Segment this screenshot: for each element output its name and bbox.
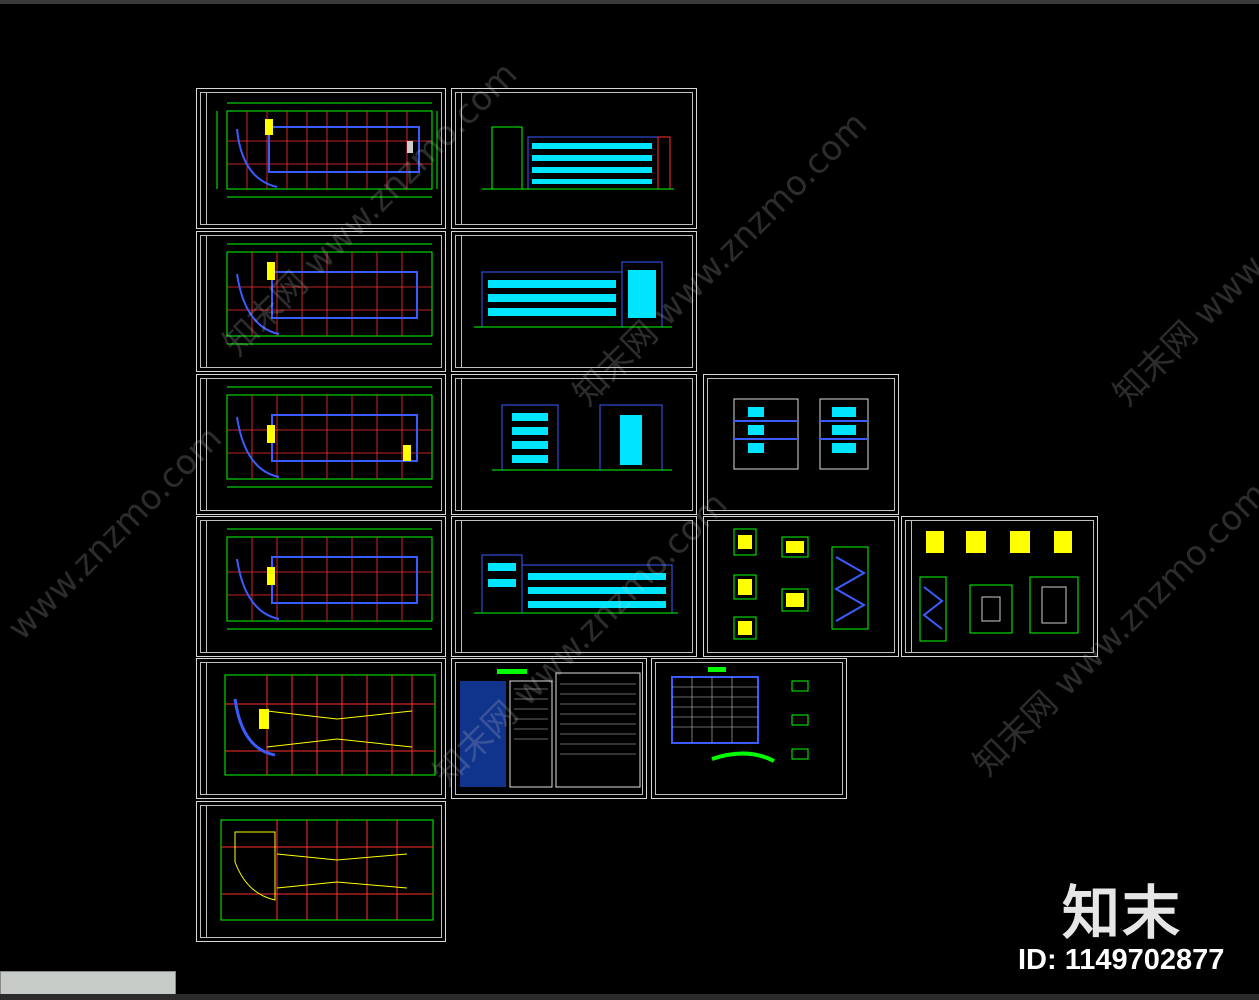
sheet-door-window-schedule[interactable]: [651, 658, 847, 799]
floor-plan-drawing: [226, 528, 433, 630]
elevation-drawing: [474, 554, 678, 614]
elevation-drawing: [482, 126, 674, 190]
sheet-rear-elevation[interactable]: [451, 231, 697, 372]
cad-model-space[interactable]: [0, 4, 1259, 994]
sheet-floor-plan-4[interactable]: [196, 516, 446, 657]
window-top-strip: [0, 0, 1259, 4]
image-id-label: ID: 1149702877: [1018, 944, 1225, 976]
sheet-floor-plan-1[interactable]: [196, 88, 446, 229]
elevation-drawing: [474, 261, 672, 328]
sheet-stair-details-a[interactable]: [703, 516, 899, 657]
sheet-design-notes[interactable]: [451, 658, 647, 799]
sheet-side-elevations[interactable]: [451, 374, 697, 515]
schedule-drawing: [671, 667, 809, 763]
floor-plan-drawing: [226, 386, 433, 488]
floor-plan-drawing: [216, 102, 438, 198]
floor-plan-drawing: [226, 243, 433, 345]
sheet-roof-plan[interactable]: [196, 658, 446, 799]
stair-detail-drawing: [919, 531, 1079, 642]
sheet-roof-framing[interactable]: [196, 801, 446, 942]
elevation-drawing: [492, 404, 672, 471]
sheet-stair-details-b[interactable]: [901, 516, 1098, 657]
sheet-courtyard-elevation[interactable]: [451, 516, 697, 657]
sheet-front-elevation[interactable]: [451, 88, 697, 229]
roof-plan-drawing: [224, 674, 436, 776]
notes-drawing: [460, 669, 641, 788]
sheet-floor-plan-3[interactable]: [196, 374, 446, 515]
layout-tab[interactable]: [0, 971, 176, 996]
sheet-building-sections[interactable]: [703, 374, 899, 515]
stair-detail-drawing: [733, 528, 869, 640]
sheet-floor-plan-2[interactable]: [196, 231, 446, 372]
roof-framing-drawing: [220, 819, 434, 921]
status-bar: [0, 994, 1259, 1000]
brand-logo: 知末: [1062, 879, 1183, 947]
section-drawing: [733, 398, 869, 470]
